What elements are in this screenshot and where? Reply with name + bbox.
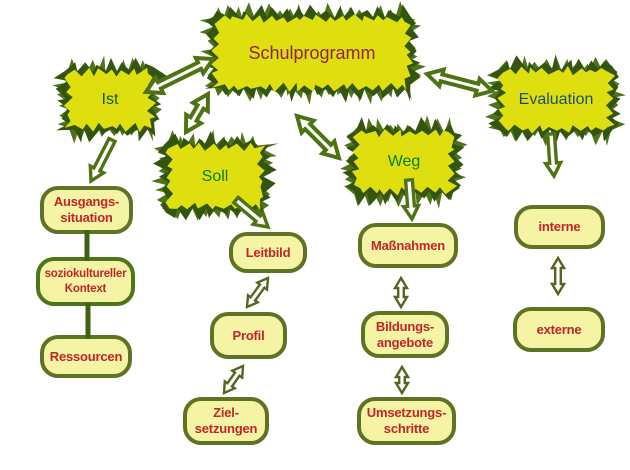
node-soll: Soll — [151, 129, 279, 222]
box-massnahmen-label: Maßnahmen — [370, 237, 446, 253]
box-umsetzungsschritte-label: Umsetzungs- schritte — [366, 405, 447, 436]
leaf-border-icon — [198, 1, 426, 105]
edge-profil-zielsetzungen — [222, 364, 245, 395]
node-ist-label: Ist — [101, 91, 119, 108]
edge-interne-externe — [549, 255, 567, 297]
box-ressourcen: Ressourcen — [40, 335, 132, 378]
node-weg-label: Weg — [387, 153, 421, 170]
leaf-border-icon — [485, 54, 626, 147]
box-bildungsangebote: Bildungs- angebote — [361, 311, 449, 358]
box-zielsetzungen: Ziel- setzungen — [183, 397, 269, 445]
box-ausgangssituation-label: Ausgangs- situation — [53, 194, 120, 225]
node-weg: Weg — [340, 115, 468, 209]
box-leitbild-label: Leitbild — [245, 244, 291, 260]
box-ressourcen-label: Ressourcen — [49, 348, 123, 364]
node-schulprogramm: Schulprogramm — [198, 1, 426, 105]
leaf-border-icon — [52, 55, 167, 144]
box-umsetzungsschritte: Umsetzungs- schritte — [357, 397, 456, 445]
edge-evaluation-schulprogramm — [423, 66, 496, 99]
box-bildungsangebote-label: Bildungs- angebote — [375, 318, 435, 350]
box-profil: Profil — [210, 312, 287, 359]
edge-massnahmen-bildungsangebote — [392, 275, 410, 310]
box-interne-label: interne — [538, 219, 581, 235]
edge-bildungsangebote-umsetzungsschritte — [393, 364, 411, 396]
box-externe-label: externe — [536, 321, 582, 337]
box-soziokultureller-kontext-label: soziokultureller Kontext — [44, 268, 127, 295]
node-evaluation: Evaluation — [485, 54, 626, 147]
edge-leitbild-profil — [245, 276, 270, 309]
node-schulprogramm-label: Schulprogramm — [248, 42, 376, 63]
box-profil-label: Profil — [232, 327, 265, 343]
box-ausgangssituation: Ausgangs- situation — [40, 186, 133, 234]
node-soll-label: Soll — [201, 168, 229, 185]
node-ist: Ist — [52, 55, 167, 144]
box-soziokultureller-kontext: soziokultureller Kontext — [36, 257, 135, 306]
box-leitbild: Leitbild — [229, 232, 307, 273]
box-externe: externe — [513, 307, 605, 352]
leaf-border-icon — [340, 115, 468, 209]
box-zielsetzungen-label: Ziel- setzungen — [194, 405, 258, 436]
node-evaluation-label: Evaluation — [518, 91, 594, 108]
box-interne: interne — [514, 205, 605, 249]
edge-ist-ausgangssituation — [88, 136, 118, 185]
edge-weg-schulprogramm — [294, 113, 342, 161]
box-massnahmen: Maßnahmen — [358, 223, 458, 268]
